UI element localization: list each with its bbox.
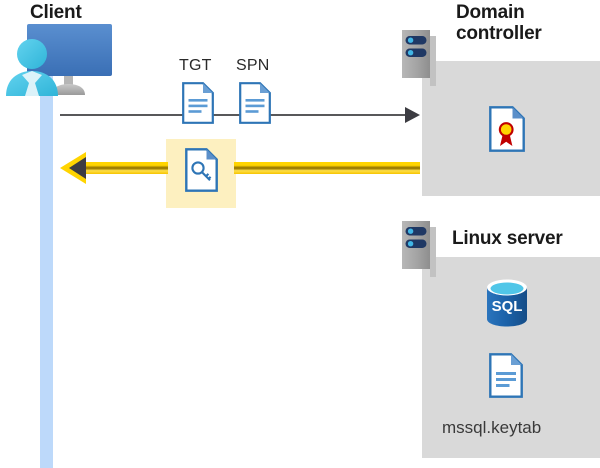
response-arrow-line-left xyxy=(78,162,168,174)
keytab-file-label: mssql.keytab xyxy=(442,418,542,437)
spn-document-icon xyxy=(239,82,271,124)
request-arrow-line xyxy=(60,114,413,116)
key-document-icon xyxy=(185,148,218,192)
client-monitor-icon xyxy=(27,24,112,95)
domain-controller-server-icon xyxy=(402,30,436,86)
linux-server-icon xyxy=(402,221,436,277)
client-title: Client xyxy=(30,2,82,23)
dc-title-line2: controller xyxy=(456,23,542,45)
request-arrow-head xyxy=(405,107,420,123)
spn-label: SPN xyxy=(236,57,270,74)
response-arrow-line-right xyxy=(234,162,420,174)
linux-server-title: Linux server xyxy=(452,228,563,249)
tgt-label: TGT xyxy=(179,57,212,74)
tgt-document-icon xyxy=(182,82,214,124)
dc-title-line1: Domain xyxy=(456,2,525,23)
certificate-document-icon xyxy=(489,106,525,152)
client-lifeline xyxy=(40,64,53,468)
response-arrow-head xyxy=(69,157,86,179)
client-user-icon xyxy=(6,39,58,96)
sql-database-icon: SQL xyxy=(487,279,527,327)
keytab-document-icon xyxy=(489,353,523,398)
svg-text:SQL: SQL xyxy=(492,298,523,315)
